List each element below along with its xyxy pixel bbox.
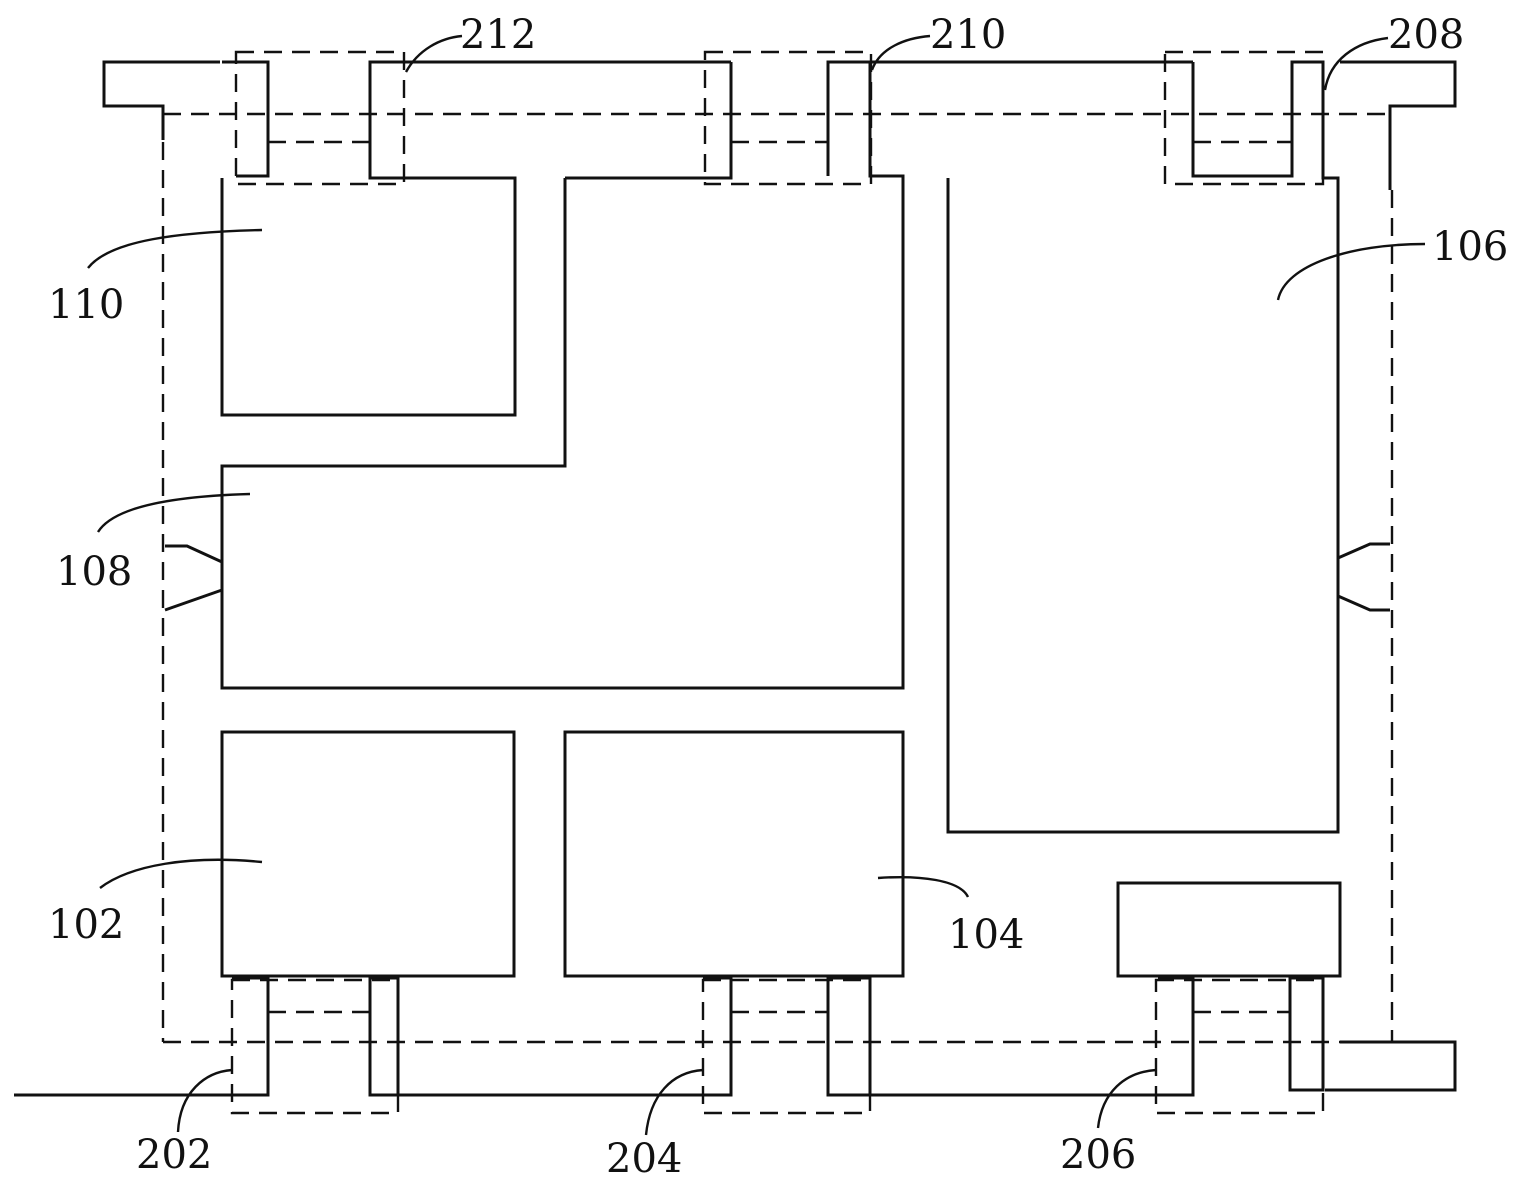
label-204: 204	[606, 1136, 682, 1182]
top-right-corner-bracket	[1340, 60, 1457, 190]
component-108	[220, 60, 905, 690]
connector-204-right	[826, 976, 872, 1097]
component-102	[220, 730, 516, 978]
label-108: 108	[56, 549, 132, 595]
label-106: 106	[1432, 224, 1508, 270]
label-102: 102	[48, 902, 124, 948]
leader-106	[1276, 242, 1426, 301]
leader-110	[87, 228, 263, 269]
component-106	[946, 60, 1340, 834]
leader-204	[644, 1068, 704, 1136]
connector-206	[870, 976, 1195, 1097]
label-104: 104	[948, 912, 1024, 958]
label-208: 208	[1388, 12, 1464, 58]
leader-102	[99, 858, 263, 889]
dashed-connector-boxes-bottom	[230, 978, 1325, 1115]
label-212: 212	[460, 12, 536, 58]
label-202: 202	[136, 1132, 212, 1178]
leader-108	[96, 492, 251, 533]
leader-104	[877, 875, 970, 898]
connector-206-right	[1288, 976, 1325, 1092]
connector-202	[232, 976, 270, 1097]
right-side-connector	[1337, 542, 1390, 612]
component-104	[563, 730, 905, 978]
connector-202-right	[368, 976, 400, 1097]
leader-202	[176, 1068, 233, 1133]
leader-210	[870, 34, 931, 71]
dashed-connector-boxes-top	[234, 50, 1325, 186]
leader-208	[1323, 36, 1389, 91]
component-108-top-link	[565, 62, 733, 180]
dashed-boundary-frame	[161, 112, 1394, 1044]
label-110: 110	[48, 282, 124, 328]
component-small-pad	[1116, 881, 1342, 978]
top-left-corner-bracket	[102, 60, 220, 140]
connector-tab-212-left	[222, 60, 270, 178]
left-side-connector	[164, 544, 223, 612]
label-210: 210	[930, 12, 1006, 58]
connector-204	[370, 976, 733, 1097]
label-206: 206	[1060, 1132, 1136, 1178]
component-110	[220, 60, 731, 417]
bottom-right-corner-bracket	[1325, 1040, 1457, 1092]
leader-212	[404, 34, 463, 73]
leader-206	[1096, 1068, 1157, 1129]
